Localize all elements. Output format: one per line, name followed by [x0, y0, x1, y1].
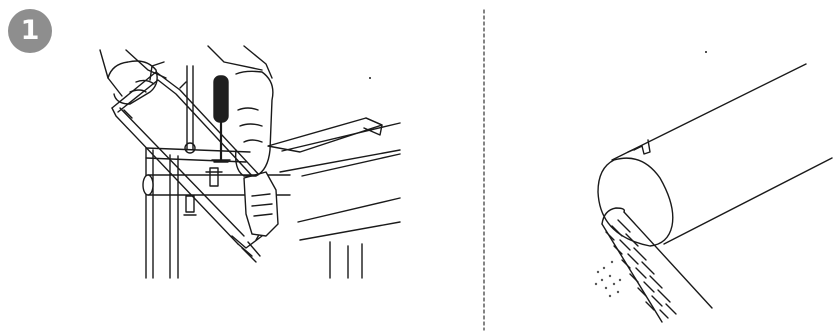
hacksaw-icon [112, 62, 278, 262]
file-deburring-tube-end-icon [595, 64, 832, 322]
hacksaw-cutting-clamped-tube-icon [100, 46, 400, 278]
speck-mark [705, 51, 707, 53]
metal-filings-icon [595, 261, 621, 297]
speck-mark [369, 77, 371, 79]
cut-tube-icon [598, 64, 832, 246]
